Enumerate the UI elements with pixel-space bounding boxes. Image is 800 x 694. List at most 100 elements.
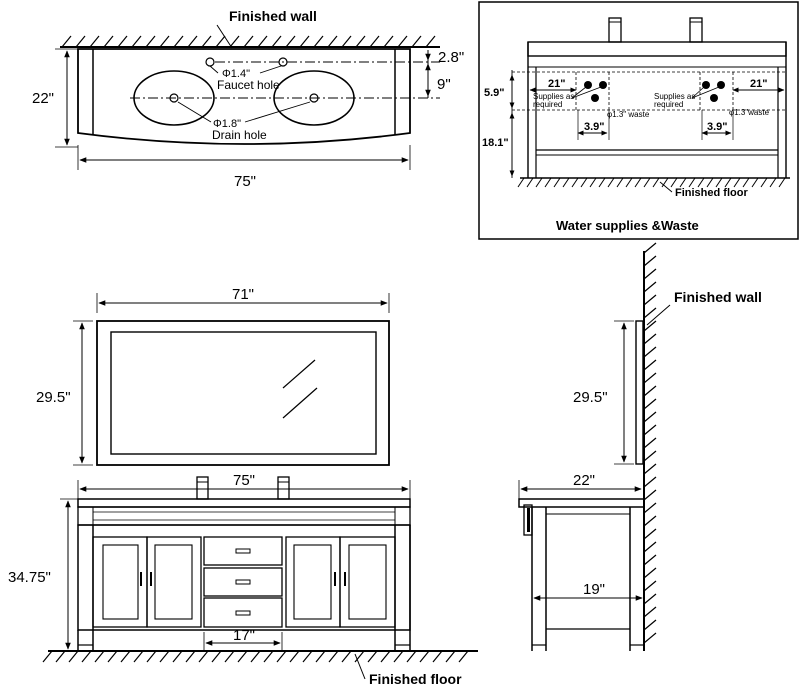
hatch-mark <box>643 476 657 488</box>
hatch-mark <box>313 35 324 48</box>
hatch-mark <box>742 177 750 188</box>
hatch-mark <box>75 35 86 48</box>
hatch-mark <box>68 650 79 663</box>
hatch-mark <box>580 177 588 188</box>
hatch-mark <box>198 650 209 663</box>
hatch-mark <box>643 307 657 319</box>
left-door-2 <box>146 536 202 628</box>
hatch-mark <box>133 650 144 663</box>
hatch-mark <box>526 177 534 188</box>
hatch-mark <box>425 35 436 48</box>
hatch-mark <box>589 177 597 188</box>
hatch-mark <box>411 35 422 48</box>
supplies-frame <box>478 1 799 240</box>
hatch-mark <box>263 650 274 663</box>
hatch-mark <box>643 411 657 423</box>
hatch-mark <box>159 650 170 663</box>
faucet-hole-label: Faucet hole <box>217 78 280 92</box>
hatch-mark <box>643 632 657 644</box>
top-wall-line <box>60 35 440 48</box>
hatch-mark <box>355 35 366 48</box>
supplies-height-upper: 5.9" <box>484 87 505 99</box>
hatch-mark <box>224 650 235 663</box>
hatch-mark <box>299 35 310 48</box>
hatch-mark <box>94 650 105 663</box>
hatch-mark <box>397 35 408 48</box>
hatch-mark <box>616 177 624 188</box>
hatch-mark <box>643 528 657 540</box>
hatch-mark <box>276 650 287 663</box>
hatch-mark <box>328 650 339 663</box>
hatch-mark <box>661 177 669 188</box>
hatch-mark <box>643 346 657 358</box>
supplies-height-lower: 18.1" <box>482 137 509 149</box>
hatch-mark <box>643 424 657 436</box>
left-door-1 <box>92 536 148 628</box>
hatch-mark <box>607 177 615 188</box>
hatch-mark <box>237 650 248 663</box>
waste-left-label: φ1.3" waste <box>607 110 650 119</box>
faucet-hole-dia: Φ1.4" <box>222 68 250 80</box>
cabinet-height-label: 34.75" <box>8 569 51 586</box>
hatch-mark <box>643 619 657 631</box>
hatch-mark <box>652 177 660 188</box>
hatch-mark <box>458 650 469 663</box>
side-mirror <box>635 320 644 465</box>
hatch-mark <box>289 650 300 663</box>
hatch-mark <box>553 177 561 188</box>
hatch-mark <box>215 35 226 48</box>
hatch-mark <box>688 177 696 188</box>
supplies-left-line1: Supplies as <box>533 92 574 101</box>
supplies-right-offset: 21" <box>750 78 767 90</box>
hatch-mark <box>383 35 394 48</box>
supplies-right-line1: Supplies as <box>654 92 695 101</box>
cabinet-width-label: 75" <box>233 472 255 489</box>
hatch-mark <box>187 35 198 48</box>
hatch-mark <box>643 385 657 397</box>
drawer-width-label: 17" <box>233 627 255 644</box>
supplies-left-line2: required <box>533 100 562 109</box>
hatch-mark <box>146 650 157 663</box>
top-width-label: 75" <box>234 173 256 190</box>
hatch-mark <box>643 502 657 514</box>
drain-hole-dia: Φ1.8" <box>213 118 241 130</box>
hatch-mark <box>341 650 352 663</box>
hatch-mark <box>369 35 380 48</box>
side-wall-label: Finished wall <box>674 289 762 305</box>
supplies-title: Water supplies &Waste <box>556 218 699 233</box>
side-depth-label: 22" <box>573 472 595 489</box>
hatch-mark <box>643 437 657 449</box>
cabinet-body <box>77 524 411 631</box>
hatch-mark <box>302 650 313 663</box>
hatch-mark <box>760 177 768 188</box>
top-view: Finished wall Φ1.4" Faucet hole Φ1.8" Dr… <box>32 8 464 190</box>
drawer-top <box>203 536 283 566</box>
faucet-offset-label: 2.8" <box>438 49 464 66</box>
hatch-mark <box>315 650 326 663</box>
hatch-mark <box>145 35 156 48</box>
hatch-mark <box>55 650 66 663</box>
hatch-mark <box>354 650 365 663</box>
hatch-mark <box>643 567 657 579</box>
hatch-mark <box>271 35 282 48</box>
drain-offset-label: 9" <box>437 76 451 93</box>
supplies-spacing-left: 3.9" <box>584 121 605 133</box>
hatch-mark <box>643 398 657 410</box>
hatch-mark <box>380 650 391 663</box>
hatch-mark <box>679 177 687 188</box>
supplies-right-line2: required <box>654 100 683 109</box>
hatch-mark <box>42 650 53 663</box>
waste-right-label: φ1.3"waste <box>729 108 770 117</box>
hatch-mark <box>643 515 657 527</box>
mirror-width-label: 71" <box>232 286 254 303</box>
hatch-mark <box>643 294 657 306</box>
supplies-spacing-right: 3.9" <box>707 121 728 133</box>
side-countertop <box>518 498 645 508</box>
hatch-mark <box>341 35 352 48</box>
left-faucet-hole <box>205 57 215 67</box>
hatch-mark <box>61 35 72 48</box>
hatch-mark <box>706 177 714 188</box>
hatch-mark <box>571 177 579 188</box>
hatch-mark <box>643 320 657 332</box>
hatch-mark <box>643 333 657 345</box>
